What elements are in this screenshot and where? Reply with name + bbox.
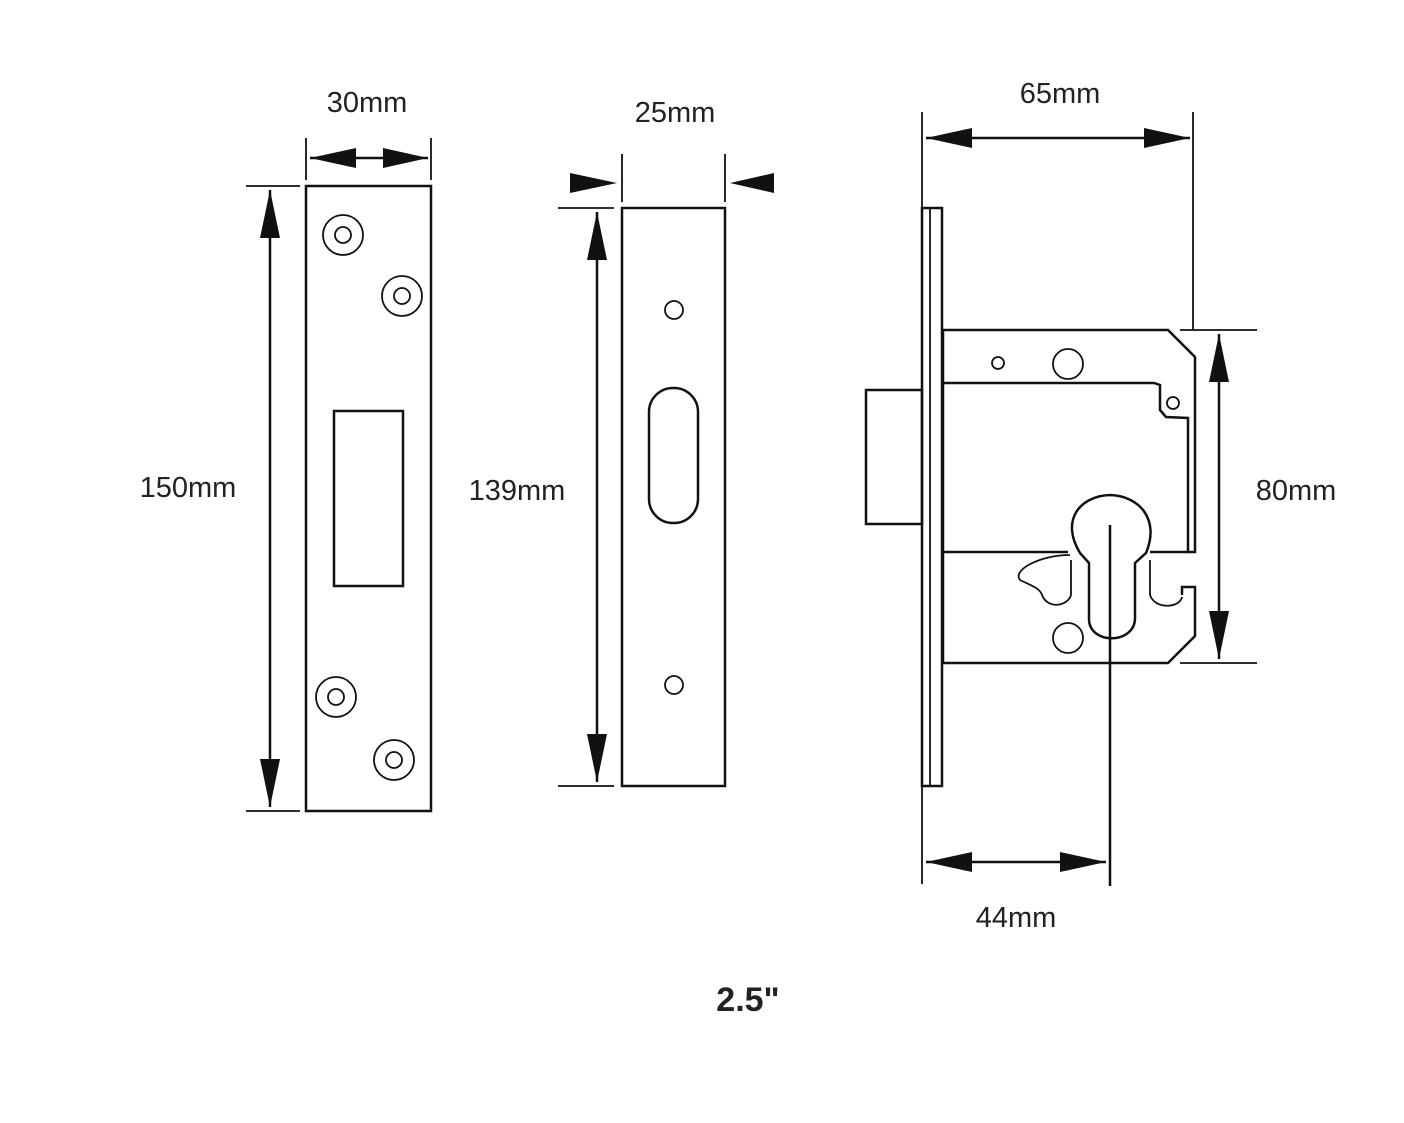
height-dimension (558, 207, 614, 787)
lock-body: 65mm 80mm 44mm (864, 78, 1337, 934)
screw-hole (381, 275, 423, 317)
width-dimension (305, 138, 432, 180)
forend (920, 206, 944, 788)
faceplate-outline (620, 206, 727, 788)
bolt-opening (647, 386, 700, 525)
screw-hole (664, 300, 684, 320)
height-dimension (246, 185, 300, 812)
depth-dimension (921, 112, 1194, 884)
height-label: 139mm (469, 475, 566, 507)
rivet-hole (1166, 396, 1180, 410)
backset-dimension (926, 525, 1112, 886)
strike-plate: 30mm 150mm (140, 87, 433, 813)
width-label: 25mm (635, 97, 716, 129)
width-dimension (570, 154, 774, 202)
backset-label: 44mm (976, 902, 1057, 934)
strike-plate-outline (304, 184, 433, 813)
depth-label: 65mm (1020, 78, 1101, 110)
fixing-hole (1052, 622, 1084, 654)
screw-hole (664, 675, 684, 695)
height-label: 150mm (140, 472, 237, 504)
body-height-label: 80mm (1256, 475, 1337, 507)
cylinder-keyhole (1070, 493, 1152, 640)
faceplate: 25mm 139mm (469, 97, 774, 788)
deadbolt (864, 388, 924, 526)
width-label: 30mm (327, 87, 408, 119)
cam-cutout (1017, 554, 1072, 606)
body-height-dimension (1180, 329, 1257, 664)
case-outline (941, 330, 1197, 665)
size-caption: 2.5" (716, 981, 779, 1019)
screw-hole (322, 214, 364, 256)
screw-hole (315, 676, 357, 718)
case-upper (943, 328, 1197, 554)
rivet-hole (991, 356, 1005, 370)
fixing-hole (1052, 348, 1084, 380)
bolt-slot (332, 409, 405, 588)
screw-hole (373, 739, 415, 781)
